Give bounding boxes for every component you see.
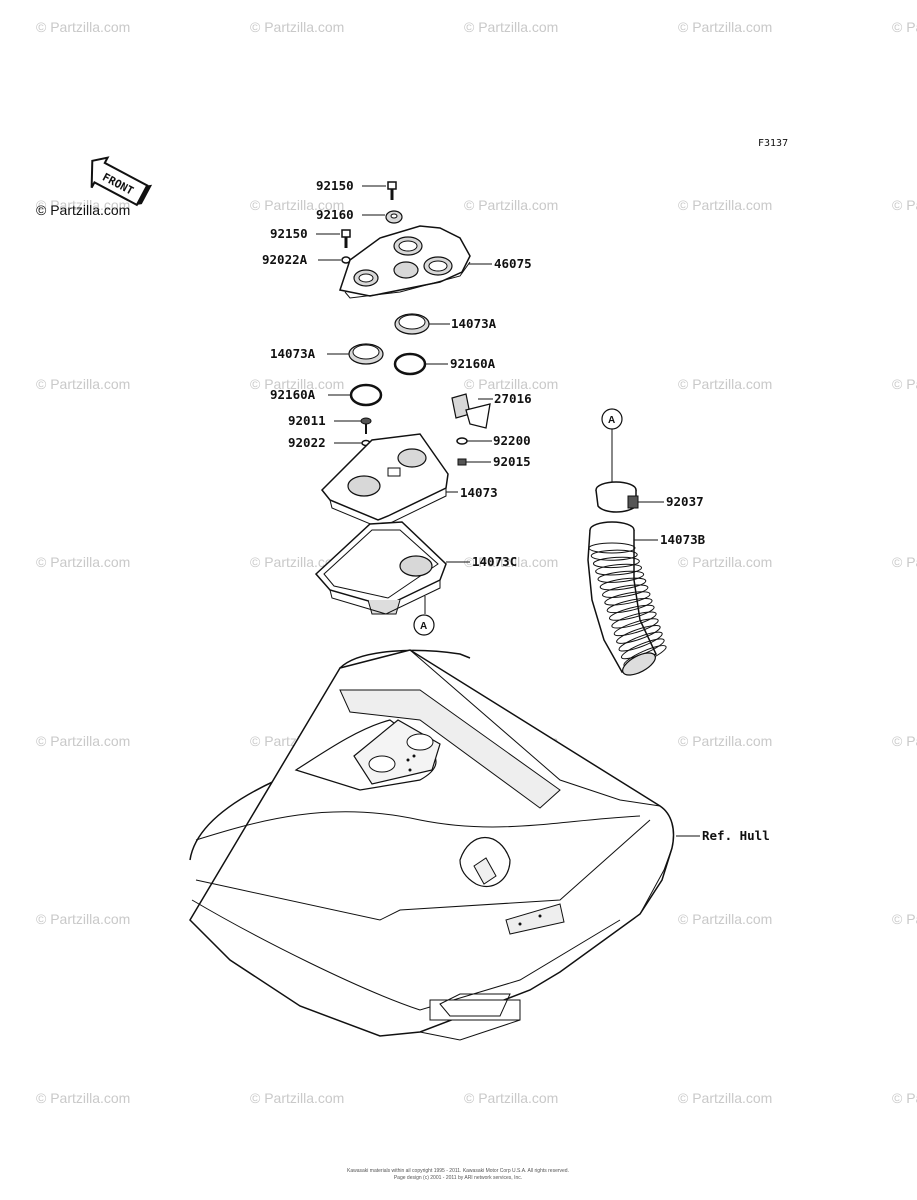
watermark-text: © Partzilla.com xyxy=(36,197,130,213)
watermark-text: © Partzilla.com xyxy=(250,554,344,570)
oring-92160A-left xyxy=(349,383,383,407)
duct-rib xyxy=(608,604,655,621)
label-14073A-right: 14073A xyxy=(451,316,497,331)
watermark-text: © Partzilla.com xyxy=(678,554,772,570)
seal-14073A-right xyxy=(394,313,430,335)
seal-14073A-left xyxy=(348,343,384,365)
watermark-text: © Partzilla.com xyxy=(464,376,558,392)
watermark-text: © Partzilla.com xyxy=(36,19,130,35)
switch-27016 xyxy=(451,393,491,429)
watermark-text: © Partzilla.com xyxy=(892,19,917,35)
hull-reference xyxy=(189,649,675,1041)
label-14073C: 14073C xyxy=(472,554,517,569)
copyright-line-2: Page design (c) 2001 - 2011 by ARI netwo… xyxy=(394,1175,522,1181)
watermark-text: © Partzilla.com xyxy=(464,19,558,35)
watermark-text: © Partzilla.com xyxy=(36,376,130,392)
watermark-text: © Partzilla.com xyxy=(892,376,917,392)
duct-rib xyxy=(616,624,661,644)
watermark-text: © Partzilla.com xyxy=(678,19,772,35)
label-14073A-left: 14073A xyxy=(270,346,316,361)
washer-92200 xyxy=(456,437,468,445)
label-92160A-left: 92160A xyxy=(270,387,316,402)
watermark-text: © Partzilla.com xyxy=(36,911,130,927)
duct-rib xyxy=(597,570,645,583)
airbox-case-14073C xyxy=(314,521,447,615)
label-92015: 92015 xyxy=(493,454,531,469)
label-92022A: 92022A xyxy=(262,252,308,267)
duct-rib xyxy=(602,584,649,598)
watermark-text: © Partzilla.com xyxy=(892,554,917,570)
label-92011: 92011 xyxy=(288,413,326,428)
watermark-text: © Partzilla.com xyxy=(892,197,917,213)
watermark-text: © Partzilla.com xyxy=(678,911,772,927)
reference-marker-a-airbox: A xyxy=(413,614,435,636)
watermark-text: © Partzilla.com xyxy=(892,733,917,749)
label-46075: 46075 xyxy=(494,256,532,271)
label-27016: 27016 xyxy=(494,391,532,406)
duct-rib xyxy=(604,591,651,606)
label-92160: 92160 xyxy=(316,207,354,222)
watermark-text: © Partzilla.com xyxy=(250,19,344,35)
watermark-text: © Partzilla.com xyxy=(678,376,772,392)
duct-rib xyxy=(611,611,657,629)
reference-marker-label: A xyxy=(420,621,427,632)
watermark-text: © Partzilla.com xyxy=(250,197,344,213)
reference-marker-a-duct: A xyxy=(601,408,623,430)
nut-92015 xyxy=(457,458,467,466)
duct-rib xyxy=(590,549,638,561)
cover-46075 xyxy=(339,225,471,299)
watermark-text: © Partzilla.com xyxy=(36,1090,130,1106)
label-ref-hull: Ref. Hull xyxy=(702,828,770,843)
watermark-text: © Partzilla.com xyxy=(250,376,344,392)
watermark-text-primary: © Partzilla.com xyxy=(36,202,130,218)
figure-code: F3137 xyxy=(758,138,788,149)
watermark-text: © Partzilla.com xyxy=(464,197,558,213)
watermark-text: © Partzilla.com xyxy=(678,733,772,749)
duct-rib xyxy=(599,577,647,591)
watermark-text: © Partzilla.com xyxy=(36,733,130,749)
duct-rib xyxy=(588,542,636,554)
label-92200: 92200 xyxy=(493,433,531,448)
watermark-text: © Partzilla.com xyxy=(36,554,130,570)
watermark-text: © Partzilla.com xyxy=(892,911,917,927)
duct-rib xyxy=(592,556,640,569)
watermark-text: © Partzilla.com xyxy=(678,1090,772,1106)
label-92160A-right: 92160A xyxy=(450,356,496,371)
watermark-text: © Partzilla.com xyxy=(892,1090,917,1106)
grommet-92160 xyxy=(385,210,403,224)
label-92022: 92022 xyxy=(288,435,326,450)
intake-duct-14073B xyxy=(587,521,667,676)
clamp-92037 xyxy=(595,481,639,513)
airbox-cover-14073 xyxy=(320,433,449,529)
bolt-92150-mid xyxy=(341,229,351,248)
reference-marker-label: A xyxy=(608,415,615,426)
label-14073: 14073 xyxy=(460,485,498,500)
watermark-text: © Partzilla.com xyxy=(464,1090,558,1106)
label-92150-mid: 92150 xyxy=(270,226,308,241)
duct-rib xyxy=(613,618,659,637)
screw-92011 xyxy=(360,417,372,434)
watermark-text: © Partzilla.com xyxy=(464,554,558,570)
watermark-text: © Partzilla.com xyxy=(678,197,772,213)
duct-rib xyxy=(618,631,663,652)
duct-rib xyxy=(595,563,643,576)
oring-92160A-right xyxy=(393,352,427,376)
label-14073B: 14073B xyxy=(660,532,706,547)
label-92037: 92037 xyxy=(666,494,704,509)
bolt-92150-top xyxy=(387,181,397,200)
duct-rib xyxy=(606,598,653,614)
copyright-line-1: Kawasaki materials within ail copyright … xyxy=(347,1168,569,1174)
watermark-text: © Partzilla.com xyxy=(250,1090,344,1106)
label-92150-top: 92150 xyxy=(316,178,354,193)
